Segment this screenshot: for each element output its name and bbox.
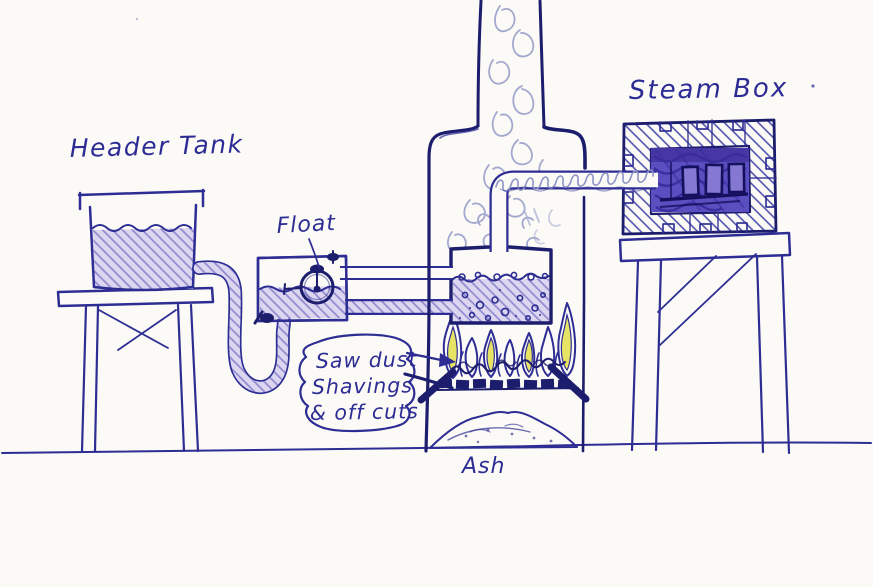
support-rail bbox=[659, 192, 749, 202]
float-chamber bbox=[253, 250, 349, 325]
float-valve bbox=[283, 264, 335, 305]
ash-pile bbox=[429, 410, 578, 449]
wood-pieces bbox=[681, 162, 746, 197]
furnace-right-wall bbox=[581, 195, 586, 453]
callout-text-line1: Saw dust bbox=[316, 347, 418, 373]
stray-pen-dot bbox=[135, 17, 139, 21]
header-tank-label: Header Tank bbox=[69, 129, 243, 163]
stray-pen-dot bbox=[811, 84, 815, 88]
steam-squiggle bbox=[495, 169, 654, 192]
float-pointer-line bbox=[308, 238, 320, 268]
burning-sawdust bbox=[449, 357, 566, 375]
steam-box-stand bbox=[618, 231, 792, 455]
header-tank bbox=[77, 188, 206, 292]
header-tank-water bbox=[93, 228, 195, 289]
supply-hose bbox=[192, 260, 291, 395]
callout-bubble: Saw dust Shavings & off cuts bbox=[298, 333, 456, 433]
hose-fitting bbox=[260, 313, 274, 323]
boiler-outline bbox=[449, 245, 553, 325]
callout-text-line2: Shavings bbox=[312, 373, 413, 399]
steam-box-label: Steam Box bbox=[629, 73, 789, 106]
furnace-left-wall bbox=[424, 124, 480, 453]
fire-flames bbox=[442, 302, 577, 379]
steam-box-interior bbox=[651, 148, 749, 213]
boiler-water bbox=[453, 279, 549, 322]
float-label: Float bbox=[276, 211, 337, 239]
steam-box bbox=[621, 118, 778, 236]
grate-support-right bbox=[547, 363, 590, 403]
border-block-seams bbox=[623, 119, 777, 234]
callout-text-line3: & off cuts bbox=[310, 399, 419, 425]
furnace bbox=[424, 0, 587, 453]
boiler bbox=[449, 245, 553, 325]
steam-pipe bbox=[489, 169, 658, 252]
callout-arrow bbox=[403, 351, 456, 390]
header-tank-stand bbox=[56, 286, 215, 453]
float-chamber-water bbox=[260, 286, 345, 319]
ground-line bbox=[1, 441, 872, 454]
chimney bbox=[476, 0, 546, 129]
furnace-right-shoulder bbox=[542, 125, 587, 170]
ash-label: Ash bbox=[460, 454, 505, 479]
